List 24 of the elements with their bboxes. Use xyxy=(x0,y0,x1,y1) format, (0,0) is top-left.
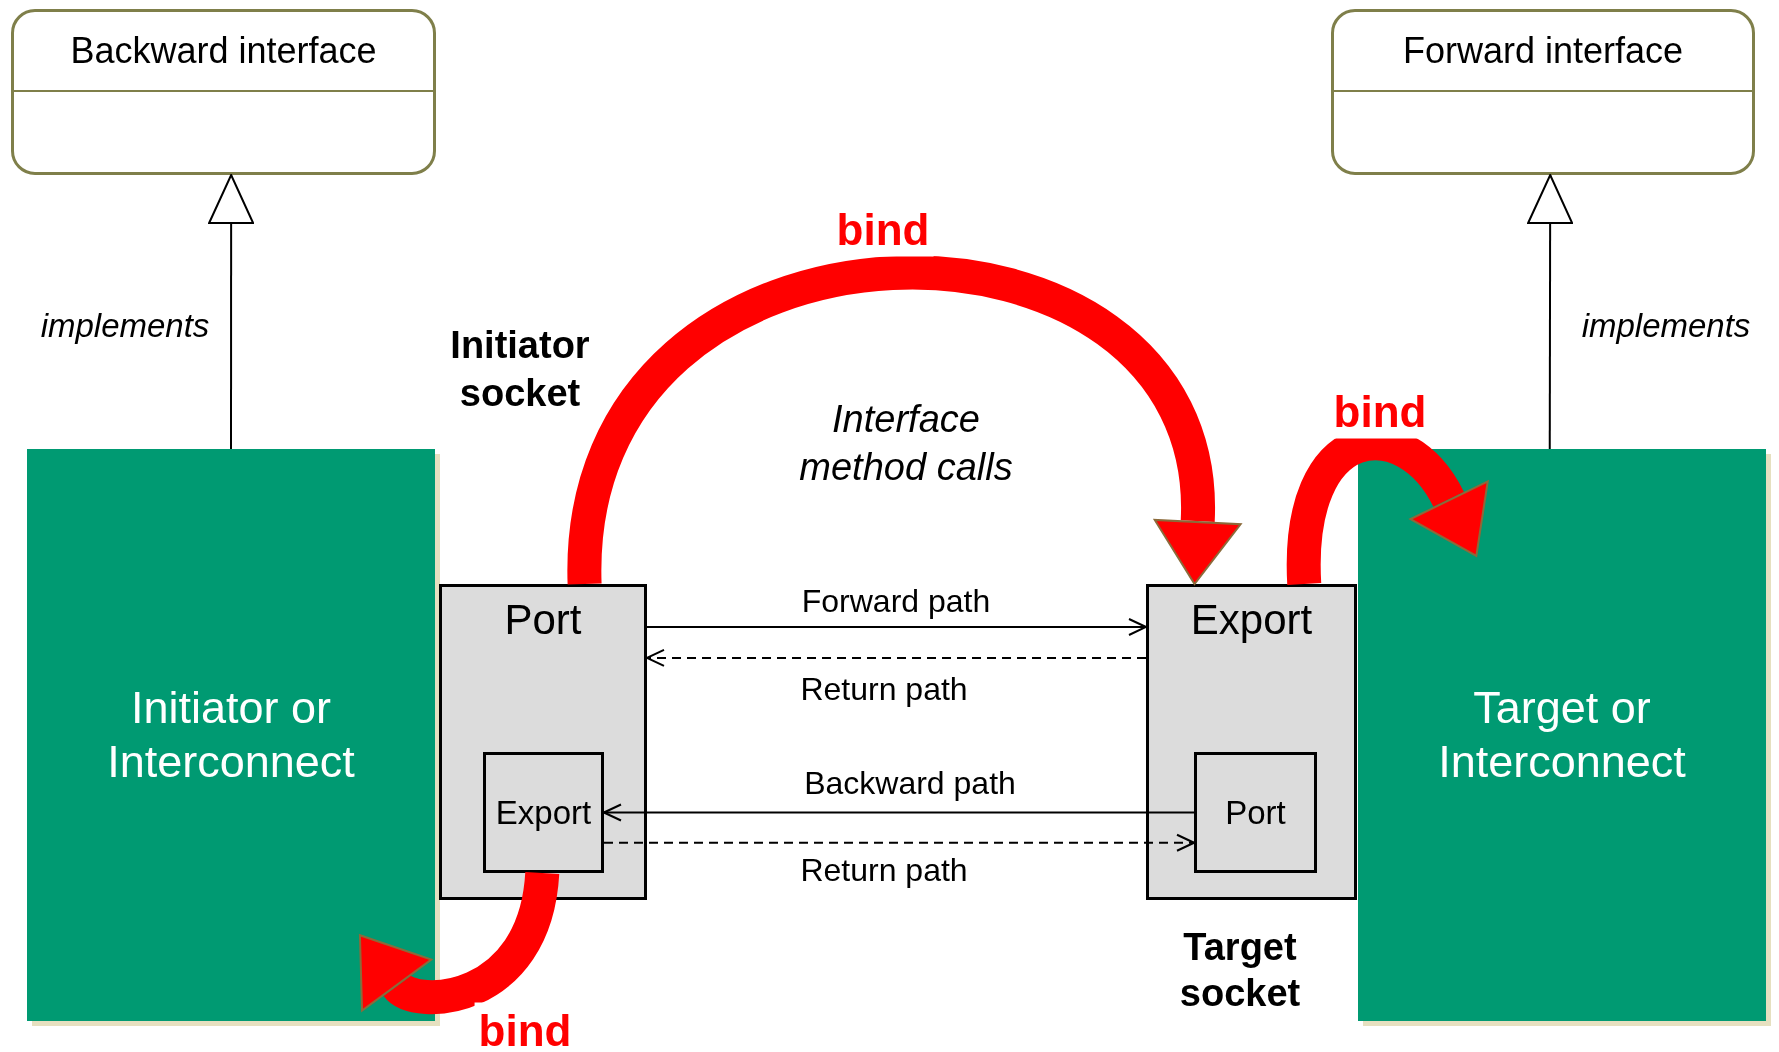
class-name: Forward interface xyxy=(1402,29,1684,73)
socket-caption: Target socket xyxy=(1178,925,1302,1016)
path-arrow xyxy=(603,833,1195,852)
socket-box xyxy=(1146,584,1357,900)
inner-part-label: Export xyxy=(495,796,592,829)
inner-part-label: Port xyxy=(1225,796,1286,829)
interface-class-box xyxy=(11,9,436,175)
inner-part-box xyxy=(1194,752,1317,873)
class-name: Backward interface xyxy=(70,29,377,73)
realization-arrow xyxy=(1527,174,1574,450)
interface-class-box xyxy=(1331,9,1755,175)
path-arrow xyxy=(646,618,1147,636)
socket-part-label: Port xyxy=(504,599,582,641)
note-text: Interface method calls xyxy=(798,397,1014,490)
module-label: Initiator or Interconnect xyxy=(106,681,356,789)
bind-arrow xyxy=(567,256,1242,586)
path-arrow xyxy=(646,648,1147,667)
module-label: Target or Interconnect xyxy=(1437,681,1687,789)
socket-caption: Initiator socket xyxy=(449,323,591,416)
socket-part-label: Export xyxy=(1190,599,1313,641)
socket-box xyxy=(439,584,647,900)
realization-arrow xyxy=(208,174,255,450)
path-arrow xyxy=(603,803,1195,822)
inner-part-box xyxy=(483,752,604,873)
